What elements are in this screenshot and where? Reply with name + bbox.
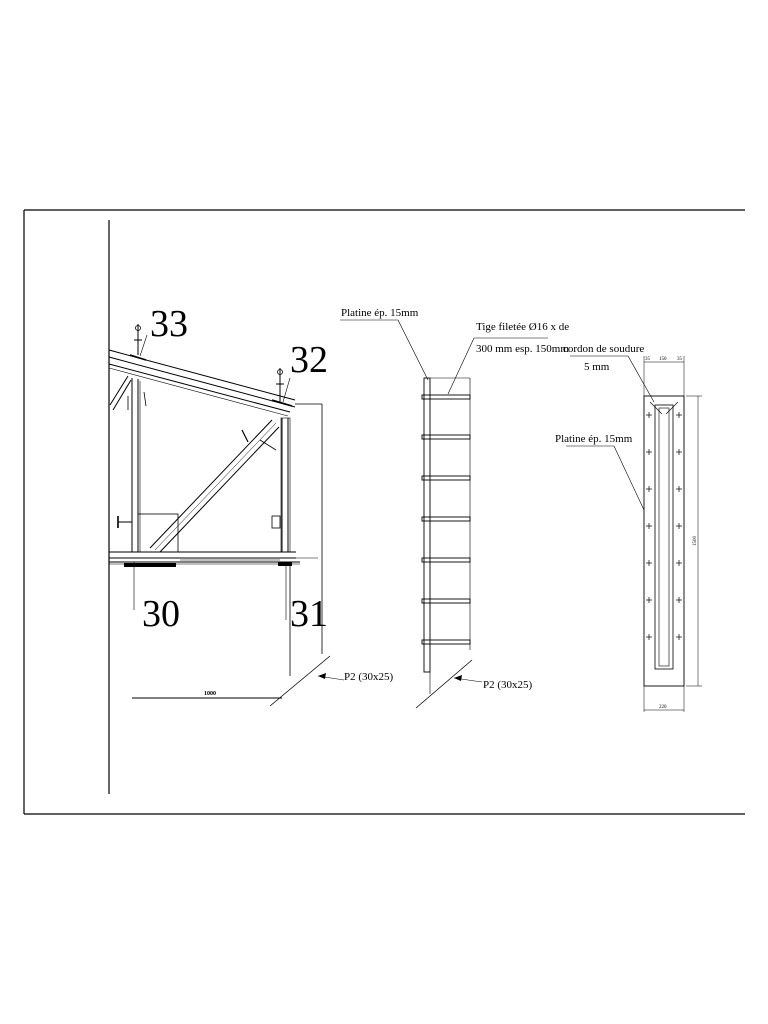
frame-elevation [108, 324, 345, 707]
bottom-beam [109, 551, 318, 567]
bottom-dimension [643, 686, 685, 712]
threaded-rods [421, 394, 471, 645]
p2-mid-label: P2 (30x25) [483, 679, 533, 691]
dimension-1000: 1000 [204, 691, 216, 697]
bolt-marks [645, 412, 683, 641]
bolt-right [271, 515, 281, 529]
left-post [131, 378, 141, 552]
anchor-33 [129, 324, 147, 361]
tige-leader [447, 337, 475, 395]
platine-top-label: Platine ép. 15mm [341, 307, 419, 319]
wall-outline [289, 403, 323, 676]
diagonal-brace [149, 419, 280, 553]
sloped-rail [108, 349, 296, 417]
left-strut [109, 375, 129, 406]
p2-left-label: P2 (30x25) [344, 671, 394, 683]
sheet-frame [23, 209, 745, 815]
platine-right-label: Platine ép. 15mm [555, 433, 633, 445]
dim-edge-mid: 150 [659, 357, 667, 362]
inner-panel [137, 513, 179, 553]
callout-31: 31 [290, 593, 328, 635]
bolt-left [117, 516, 132, 528]
anchor-32 [271, 368, 293, 407]
tige-label-line2: 300 mm esp. 150mm [476, 343, 569, 355]
callout-30: 30 [142, 593, 180, 635]
dim-edge-left: 35 [645, 357, 651, 362]
right-post [280, 417, 291, 553]
cordon-label-line1: cordon de soudure [563, 343, 644, 355]
cordon-leader [627, 355, 655, 403]
tige-label-line1: Tige filetée Ø16 x de [476, 321, 569, 333]
height-dimension [686, 395, 702, 687]
plate-side-view [340, 319, 548, 709]
dim-edge-right: 35 [677, 357, 683, 362]
base-dimension [132, 655, 331, 707]
top-dimension [643, 356, 685, 396]
callout-32: 32 [290, 339, 328, 381]
plate-side [423, 377, 431, 673]
dim-plate-height: 1500 [693, 536, 698, 547]
dim-plate-width: 220 [659, 705, 667, 710]
cordon-label-line2: 5 mm [584, 361, 610, 373]
plate-front [643, 395, 685, 687]
plate-front-view [566, 355, 702, 712]
callout-33: 33 [150, 303, 188, 345]
